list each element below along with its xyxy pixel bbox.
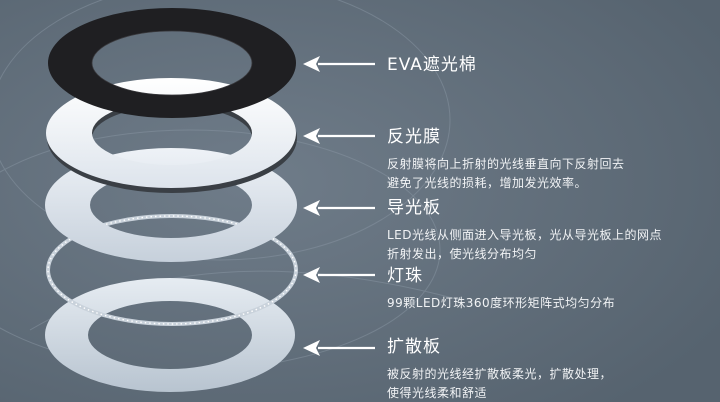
label-eva-title: EVA遮光棉 bbox=[387, 55, 477, 75]
label-guide-desc-line: 折射发出，使光线分布均匀 bbox=[387, 247, 538, 261]
label-led-desc: 99颗LED灯珠360度环形矩阵式均匀分布 bbox=[387, 294, 615, 313]
label-led: 灯珠 99颗LED灯珠360度环形矩阵式均匀分布 bbox=[387, 261, 615, 313]
eva-foam-ring bbox=[47, 7, 297, 119]
callout-arrows bbox=[303, 56, 375, 356]
label-reflective-title: 反光膜 bbox=[387, 127, 441, 147]
label-reflective: 反光膜 反射膜将向上折射的光线垂直向下反射回去 避免了光线的损耗，增加发光效率。 bbox=[387, 122, 625, 193]
led-ring bbox=[46, 214, 298, 326]
label-reflective-desc-line: 避免了光线的损耗，增加发光效率。 bbox=[387, 176, 588, 190]
label-diffuser-desc-line: 使得光线柔和舒适 bbox=[387, 386, 488, 400]
label-diffuser: 扩散板 被反射的光线经扩散板柔光，扩散处理， 使得光线柔和舒适 bbox=[387, 332, 612, 402]
label-guide-title: 导光板 bbox=[387, 198, 441, 218]
label-led-title: 灯珠 bbox=[387, 266, 423, 286]
diffuser-ring bbox=[45, 278, 295, 392]
arrow-eva bbox=[303, 56, 375, 72]
label-guide: 导光板 LED光线从侧面进入导光板，光从导光板上的网点 折射发出，使光线分布均匀 bbox=[387, 193, 662, 264]
label-reflective-desc-line: 反射膜将向上折射的光线垂直向下反射回去 bbox=[387, 157, 625, 171]
label-guide-desc: LED光线从侧面进入导光板，光从导光板上的网点 折射发出，使光线分布均匀 bbox=[387, 226, 662, 264]
arrow-guide bbox=[303, 200, 375, 216]
label-guide-desc-line: LED光线从侧面进入导光板，光从导光板上的网点 bbox=[387, 228, 663, 242]
label-diffuser-desc: 被反射的光线经扩散板柔光，扩散处理， 使得光线柔和舒适 bbox=[387, 365, 612, 402]
label-eva: EVA遮光棉 bbox=[387, 50, 477, 75]
label-reflective-desc: 反射膜将向上折射的光线垂直向下反射回去 避免了光线的损耗，增加发光效率。 bbox=[387, 155, 625, 193]
label-led-desc-line: 99颗LED灯珠360度环形矩阵式均匀分布 bbox=[387, 296, 616, 310]
arrow-diffuser bbox=[303, 340, 375, 356]
label-diffuser-desc-line: 被反射的光线经扩散板柔光，扩散处理， bbox=[387, 367, 613, 381]
arrow-reflective bbox=[303, 128, 375, 144]
arrow-led bbox=[303, 267, 375, 283]
label-diffuser-title: 扩散板 bbox=[387, 337, 441, 357]
